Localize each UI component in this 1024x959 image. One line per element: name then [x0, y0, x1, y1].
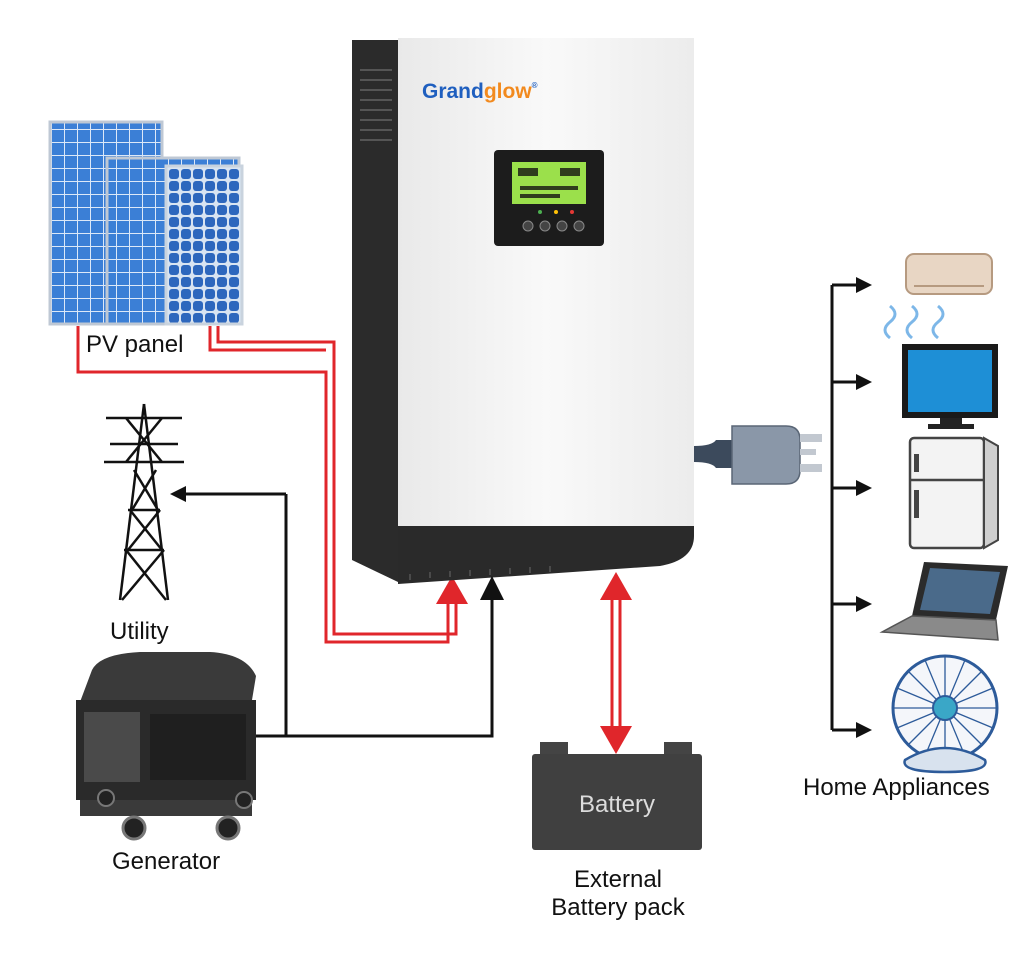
external-battery-label-line1: External [573, 866, 663, 893]
utility-label: Utility [110, 618, 169, 645]
appliance-bus [830, 283, 858, 732]
laptop-icon [879, 562, 1008, 641]
plug-icon [694, 425, 822, 485]
tv-icon [902, 344, 998, 429]
pv-arrow [436, 576, 468, 604]
pv-panel-label: PV panel [86, 331, 184, 358]
inverter-button-1[interactable] [522, 220, 534, 232]
generator-icon [76, 652, 256, 841]
appliance-arrows [856, 277, 872, 738]
fridge-icon [908, 436, 999, 550]
air-conditioner-icon [883, 253, 993, 340]
inverter-button-3[interactable] [556, 220, 568, 232]
home-appliances-label: Home Appliances [803, 774, 990, 801]
power-tower-icon [104, 403, 184, 601]
pv-dc-lines [76, 326, 458, 644]
inverter-unit [352, 38, 694, 584]
external-battery-label-line2: Battery pack [551, 893, 685, 921]
inverter-button-4[interactable] [573, 220, 585, 232]
utility-arrow [170, 486, 186, 502]
battery-icon [532, 742, 702, 850]
battery-link [600, 572, 632, 754]
ac-lines [180, 492, 494, 738]
generator-label: Generator [112, 848, 221, 875]
fan-icon [891, 654, 999, 774]
inverter-button-2[interactable] [539, 220, 551, 232]
external-battery-label: External Battery pack [520, 866, 716, 921]
solar-panel-icon [48, 120, 244, 326]
inverter-ac-arrow [480, 576, 504, 600]
battery-label: Battery [579, 791, 655, 818]
brand-logo: Grandglow® [422, 80, 538, 103]
